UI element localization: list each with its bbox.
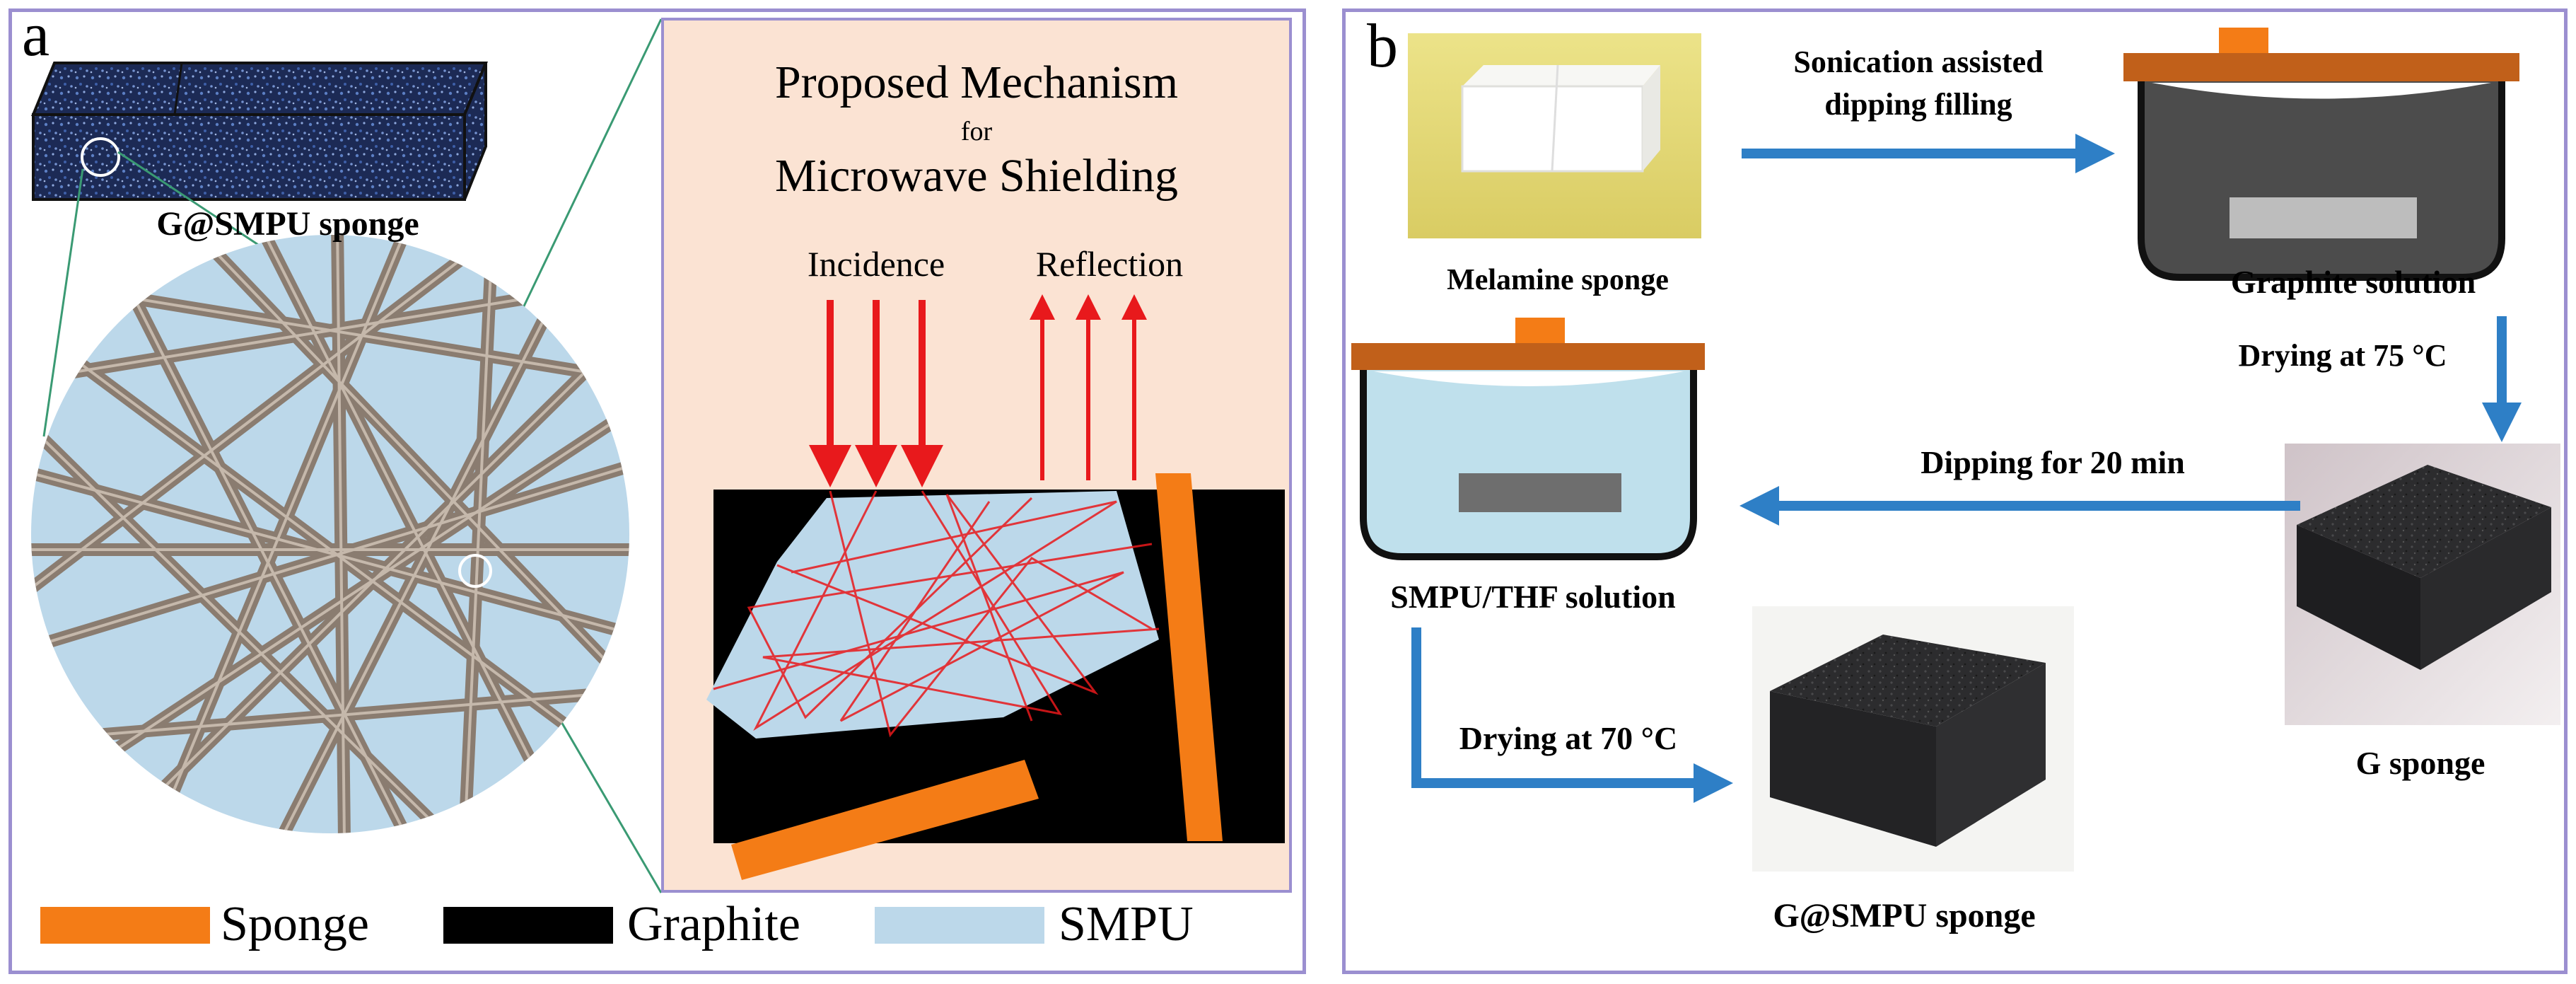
melamine-sponge-label: Melamine sponge [1447,264,1669,296]
g-smpu-sponge-photo [1752,606,2074,872]
mechanism-title-for: for [960,117,993,146]
mechanism-box: Proposed Mechanism for Microwave Shieldi… [661,18,1292,893]
step2-label: Drying at 75 °C [2238,338,2447,373]
mechanism-title: Proposed Mechanism [774,57,1179,108]
graphite-solution-label: Graphite solution [2230,264,2476,300]
incidence-arrows [809,300,943,487]
step3-label: Dipping for 20 min [1921,444,2185,480]
g-sponge-label: G sponge [2355,745,2485,781]
zoom-marker [458,554,492,588]
legend-graphite-swatch [443,907,613,944]
panel-b-letter: b [1367,12,1398,81]
melamine-sponge-photo [1408,33,1701,238]
panel-a: a [8,1,1306,974]
reflection-arrows [1030,294,1147,480]
panel-a-letter: a [22,1,50,69]
smpu-solution-label: SMPU/THF solution [1390,579,1676,615]
step1-label-line1: Sonication assisted [1793,45,2044,79]
sponge-block-top [31,62,488,116]
smpu-region [706,491,1159,739]
legend-sponge-swatch [40,907,210,944]
legend-smpu-swatch [875,907,1044,944]
sponge-block-front [32,113,466,201]
sponge-bar-horizontal [731,760,1039,880]
panel-b: b [1342,8,2568,974]
legend-sponge-label: Sponge [221,897,369,951]
sponge-block-side [463,62,487,200]
step4-label: Drying at 70 °C [1459,720,1678,756]
process-arrows [1411,134,2522,803]
final-sponge-label: G@SMPU sponge [1773,897,2036,934]
internal-rays [713,490,1160,738]
incidence-label: Incidence [807,244,945,284]
mechanism-diagram [706,294,1285,880]
reflection-label: Reflection [1035,244,1184,284]
process-drawing [1351,28,2560,872]
sponge-label: G@SMPU sponge [156,205,419,243]
legend-graphite-label: Graphite [627,897,800,951]
sponge-magnify-marker [81,137,120,177]
legend-smpu-label: SMPU [1059,897,1194,951]
step1-label-line2: dipping filling [1824,87,2012,122]
graphite-beaker [2123,28,2519,281]
sponge-overview-drawing [31,18,663,893]
mechanism-subtitle: Microwave Shielding [774,150,1179,202]
smpu-beaker [1351,318,1705,560]
g-sponge-photo [2285,444,2560,725]
sponge-bar-vertical [1155,473,1223,841]
